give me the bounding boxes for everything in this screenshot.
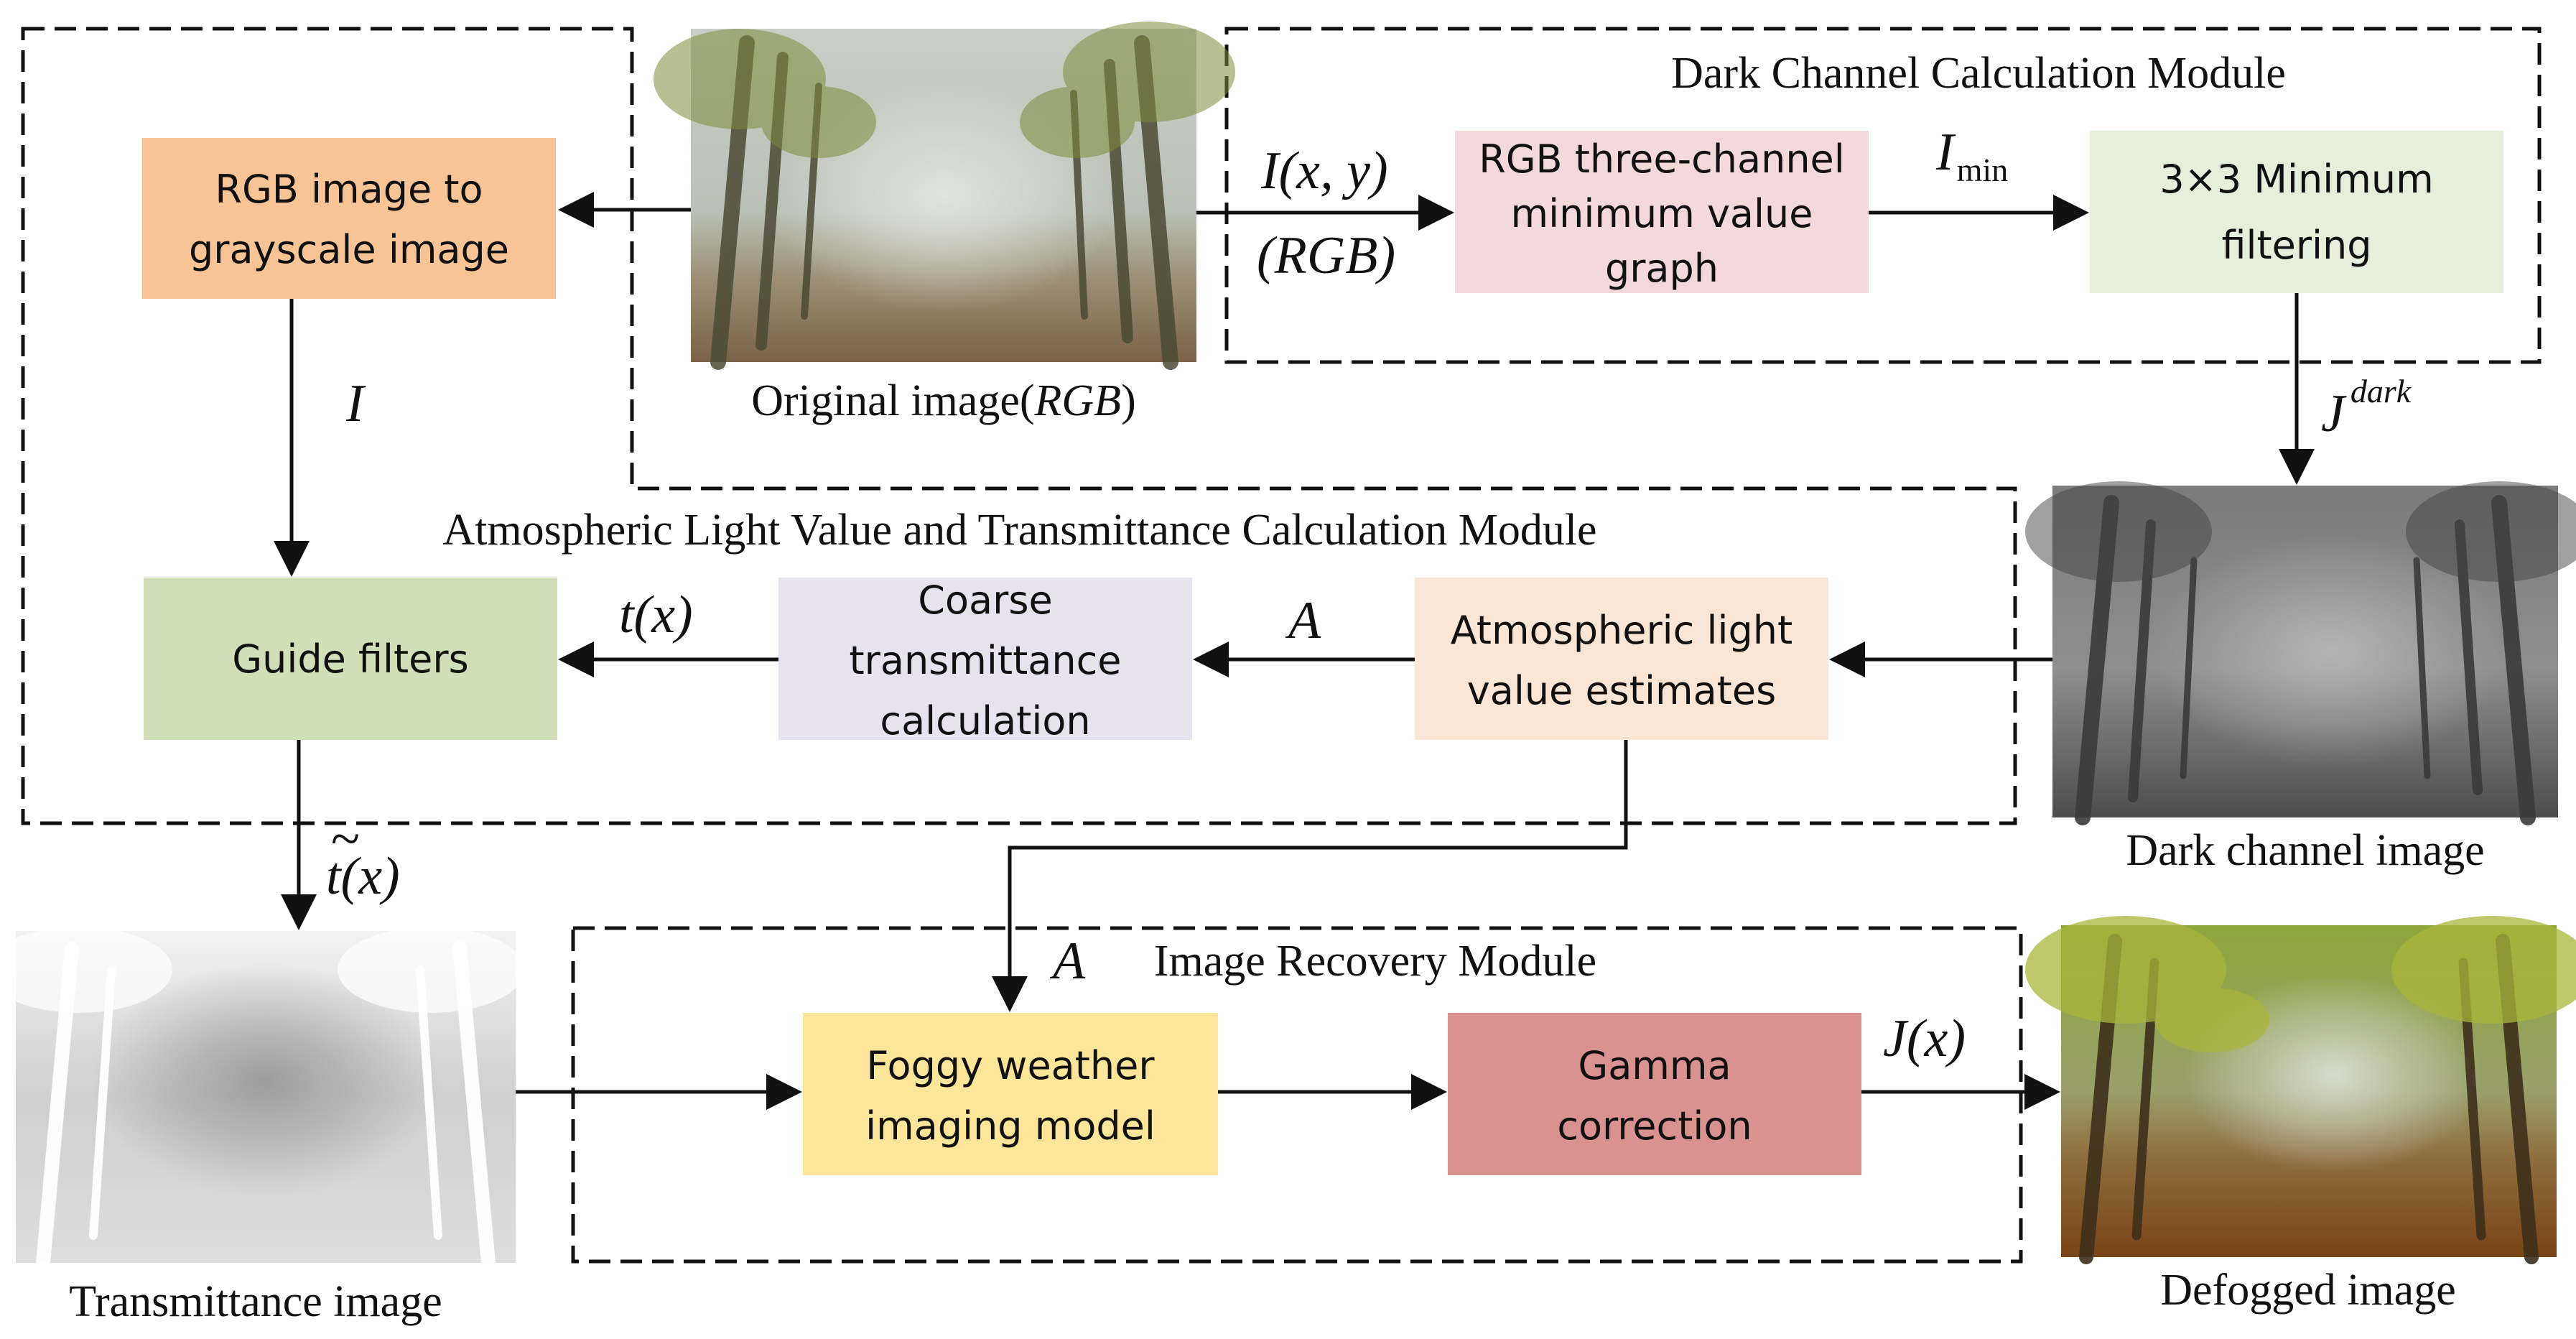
svg-text:value estimates: value estimates [1467, 668, 1776, 713]
svg-text:transmittance: transmittance [849, 638, 1121, 683]
label-t-tilde-x: t(x) [326, 847, 400, 906]
svg-text:minimum value: minimum value [1511, 191, 1813, 236]
recovery-module-border [571, 926, 2023, 1264]
svg-text:correction: correction [1557, 1103, 1752, 1149]
svg-text:3×3 Minimum: 3×3 Minimum [2159, 157, 2433, 202]
svg-text:grayscale image: grayscale image [189, 227, 509, 272]
defogged-image [2025, 916, 2576, 1264]
dark-channel-module-title: Dark Channel Calculation Module [1671, 49, 2286, 98]
label-RGB: (RGB) [1257, 226, 1395, 285]
defogged-image-caption: Defogged image [2160, 1266, 2455, 1315]
svg-text:Guide filters: Guide filters [232, 636, 468, 682]
guide-filters-box: Guide filters [144, 578, 557, 740]
recovery-module-title: Image Recovery Module [1154, 937, 1596, 986]
label-A-top: A [1285, 591, 1321, 650]
svg-text:RGB image to: RGB image to [215, 167, 483, 212]
svg-text:graph: graph [1605, 246, 1719, 291]
label-I: I [345, 374, 366, 433]
transmittance-image [0, 927, 524, 1270]
rgb-to-grayscale-box: RGB image to grayscale image [142, 138, 556, 299]
svg-text:filtering: filtering [2221, 223, 2371, 268]
label-t-x: t(x) [619, 585, 693, 644]
svg-text:Atmospheric light: Atmospheric light [1451, 608, 1792, 653]
foggy-weather-model-box: Foggy weather imaging model [803, 1013, 1218, 1175]
min-filtering-box: 3×3 Minimum filtering [2090, 131, 2503, 293]
dark-channel-image-caption: Dark channel image [2126, 826, 2484, 875]
transmittance-image-caption: Transmittance image [69, 1277, 442, 1326]
coarse-transmittance-box: Coarse transmittance calculation [778, 578, 1192, 743]
svg-text:calculation: calculation [880, 698, 1090, 743]
svg-text:Foggy weather: Foggy weather [866, 1043, 1155, 1088]
atmospheric-module-title: Atmospheric Light Value and Transmittanc… [442, 506, 1596, 555]
gamma-correction-box: Gamma correction [1448, 1013, 1861, 1175]
atmospheric-module-border [21, 27, 2017, 825]
svg-text:RGB three-channel: RGB three-channel [1479, 136, 1845, 182]
dark-channel-image [2025, 481, 2576, 825]
arrow-atm-to-foggy [992, 740, 1628, 1012]
atmospheric-light-box: Atmospheric light value estimates [1415, 578, 1828, 740]
label-I-min: Imin [1935, 123, 2008, 188]
rgb-min-value-box: RGB three-channel minimum value graph [1455, 131, 1869, 293]
original-image [654, 22, 1235, 370]
label-tilde: ~ [330, 810, 359, 868]
label-I-xy: I(x, y) [1260, 142, 1388, 200]
label-A-bottom: A [1049, 932, 1086, 991]
svg-text:Gamma: Gamma [1578, 1043, 1731, 1088]
svg-text:Coarse: Coarse [918, 578, 1052, 623]
svg-text:imaging model: imaging model [865, 1103, 1156, 1149]
label-J-x: J(x) [1883, 1009, 1966, 1068]
original-image-caption: Original image(RGB) [751, 376, 1135, 425]
